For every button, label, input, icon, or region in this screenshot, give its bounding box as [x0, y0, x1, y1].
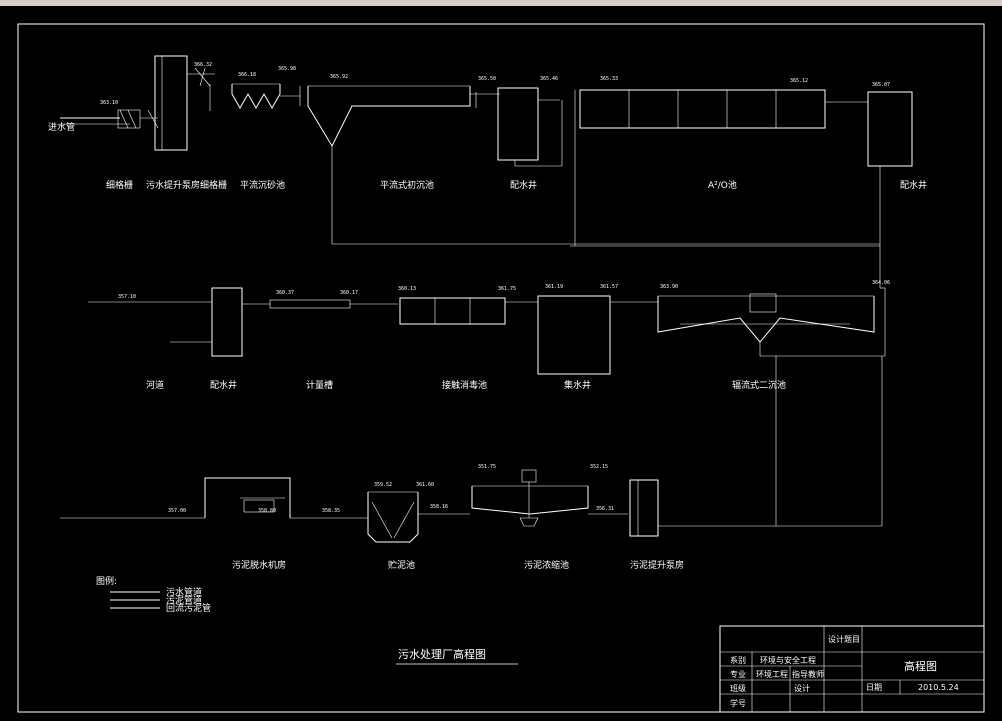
- major-label: 专业: [730, 669, 746, 679]
- svg-text:356.31: 356.31: [596, 506, 614, 512]
- svg-text:363.10: 363.10: [100, 100, 118, 106]
- svg-text:363.90: 363.90: [660, 284, 678, 290]
- legend-item: 污水管道: [166, 586, 202, 598]
- svg-text:359.52: 359.52: [374, 482, 392, 488]
- row2-label: 配水井: [210, 379, 237, 391]
- svg-text:358.16: 358.16: [430, 504, 448, 510]
- design-title-label: 设计题目: [828, 634, 860, 644]
- row3-labels: 污泥脱水机房 贮泥池 污泥浓缩池 污泥提升泵房: [232, 559, 684, 571]
- svg-text:365.07: 365.07: [872, 82, 890, 88]
- row3-label: 贮泥池: [388, 559, 415, 571]
- row3-elevation-marks: 357.00 358.80 358.35 359.52 361.60 358.1…: [168, 464, 614, 514]
- row1-process: [60, 55, 913, 288]
- title-block: 设计题目 系别 环境与安全工程 专业 环境工程 指导教师 班级 设计 学号 高程…: [719, 625, 985, 713]
- row1-elevation-marks: 363.10 366.32 366.18 365.98 365.92 365.5…: [100, 62, 890, 106]
- legend-item: 回流污泥管: [166, 602, 211, 614]
- row1-label: A²/O池: [708, 179, 737, 191]
- row1-label: 平流沉砂池: [240, 179, 285, 191]
- svg-text:365.33: 365.33: [600, 76, 618, 82]
- row3-label: 污泥浓缩池: [524, 559, 569, 571]
- row2-label: 集水井: [564, 379, 591, 391]
- svg-text:360.17: 360.17: [340, 290, 358, 296]
- svg-text:358.80: 358.80: [258, 508, 276, 514]
- row3-process: [60, 469, 882, 543]
- svg-text:366.32: 366.32: [194, 62, 212, 68]
- date-value: 2010.5.24: [918, 683, 959, 692]
- svg-text:358.35: 358.35: [322, 508, 340, 514]
- date-label: 日期: [866, 683, 882, 692]
- design-by-label: 设计: [794, 683, 810, 693]
- svg-text:357.00: 357.00: [168, 508, 186, 514]
- drawing-title: 污水处理厂高程图: [396, 647, 518, 665]
- svg-text:361.60: 361.60: [416, 482, 434, 488]
- svg-text:361.57: 361.57: [600, 284, 618, 290]
- drawing-name: 高程图: [904, 659, 937, 673]
- svg-text:365.50: 365.50: [478, 76, 496, 82]
- row3-label: 污泥脱水机房: [232, 559, 286, 571]
- row1-label: 污水提升泵房: [146, 179, 200, 191]
- pump-house-shape: [154, 55, 188, 151]
- row2-elevation-marks: 357.10 360.37 360.17 360.13 361.75 361.1…: [118, 280, 890, 300]
- svg-text:351.75: 351.75: [478, 464, 496, 470]
- cad-drawing: 363.10 366.32 366.18 365.98 365.92 365.5…: [17, 23, 985, 713]
- row3-label: 污泥提升泵房: [630, 559, 684, 571]
- instructor-label: 指导教师: [792, 669, 824, 679]
- row1-labels: 进水管 细格栅 污水提升泵房 细格栅 平流沉砂池 平流式初沉池 配水井 A²/O…: [48, 121, 927, 191]
- svg-text:365.46: 365.46: [540, 76, 558, 82]
- row1-label: 细格栅: [200, 179, 227, 191]
- dept-value: 环境与安全工程: [760, 655, 816, 665]
- drawing-title-text: 污水处理厂高程图: [398, 647, 486, 661]
- svg-text:365.98: 365.98: [278, 66, 296, 72]
- svg-text:357.10: 357.10: [118, 294, 136, 300]
- svg-text:352.15: 352.15: [590, 464, 608, 470]
- major-value: 环境工程: [756, 669, 788, 679]
- inlet-pipe-label: 进水管: [48, 121, 75, 133]
- row2-labels: 河道 配水井 计量槽 接触消毒池 集水井 辐流式二沉池: [146, 379, 786, 391]
- student-id-label: 学号: [730, 698, 746, 708]
- svg-text:365.92: 365.92: [330, 74, 348, 80]
- legend-item: 污泥管道: [166, 594, 202, 606]
- row2-label: 辐流式二沉池: [732, 379, 786, 391]
- row2-label: 接触消毒池: [442, 379, 487, 391]
- row1-label: 细格栅: [106, 179, 133, 191]
- row1-label: 平流式初沉池: [380, 179, 434, 191]
- svg-text:361.19: 361.19: [545, 284, 563, 290]
- row2-label: 河道: [146, 379, 164, 391]
- dept-label: 系别: [730, 655, 746, 665]
- svg-text:360.37: 360.37: [276, 290, 294, 296]
- svg-text:361.75: 361.75: [498, 286, 516, 292]
- row2-process: [88, 287, 886, 526]
- svg-text:364.06: 364.06: [872, 280, 890, 286]
- svg-text:360.13: 360.13: [398, 286, 416, 292]
- legend: 图例: 污水管道 污泥管道 回流污泥管: [96, 575, 211, 614]
- svg-text:366.18: 366.18: [238, 72, 256, 78]
- window-top-strip: [0, 0, 1002, 6]
- row1-label: 配水井: [900, 179, 927, 191]
- row1-label: 配水井: [510, 179, 537, 191]
- row2-label: 计量槽: [306, 379, 333, 391]
- legend-title: 图例:: [96, 575, 117, 587]
- drawing-frame: [17, 23, 985, 713]
- class-label: 班级: [730, 683, 746, 693]
- svg-text:365.12: 365.12: [790, 78, 808, 84]
